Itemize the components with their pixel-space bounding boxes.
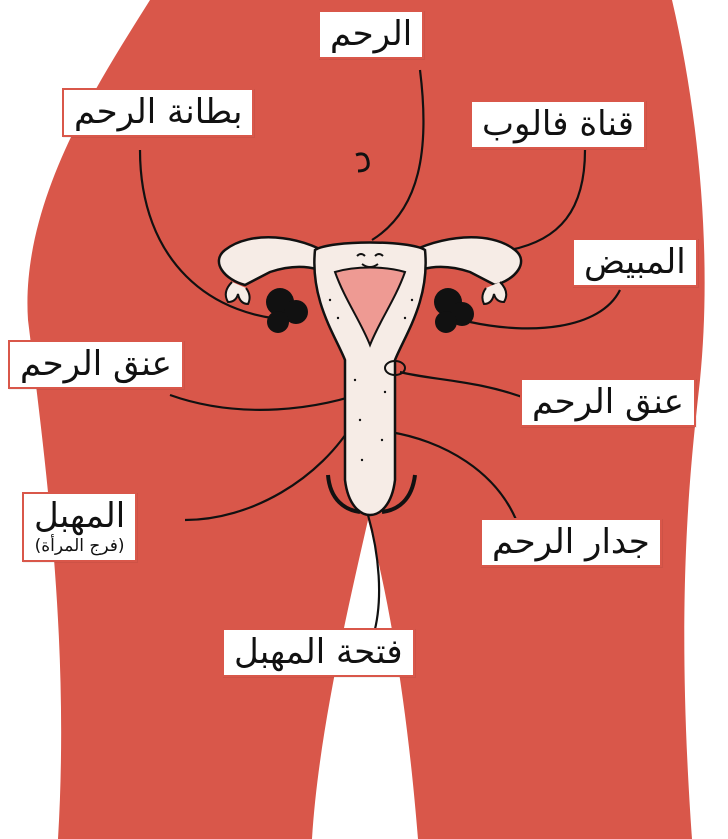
label-fallopian-tube: قناة فالوب (470, 100, 646, 149)
label-endometrium: بطانة الرحم (62, 88, 254, 137)
label-ovary: المبيض (572, 238, 698, 287)
label-vaginal-opening: فتحة المهبل (222, 628, 415, 677)
label-uterus: الرحم (318, 10, 424, 59)
label-cervix-right: عنق الرحم (520, 378, 696, 427)
label-vagina-note: (فرج المرأة) (34, 537, 125, 556)
label-uterine-wall: جدار الرحم (480, 518, 662, 567)
label-vagina: المهبل (فرج المرأة) (22, 492, 137, 562)
label-vagina-text: المهبل (34, 496, 125, 536)
label-cervix-left: عنق الرحم (8, 340, 184, 389)
